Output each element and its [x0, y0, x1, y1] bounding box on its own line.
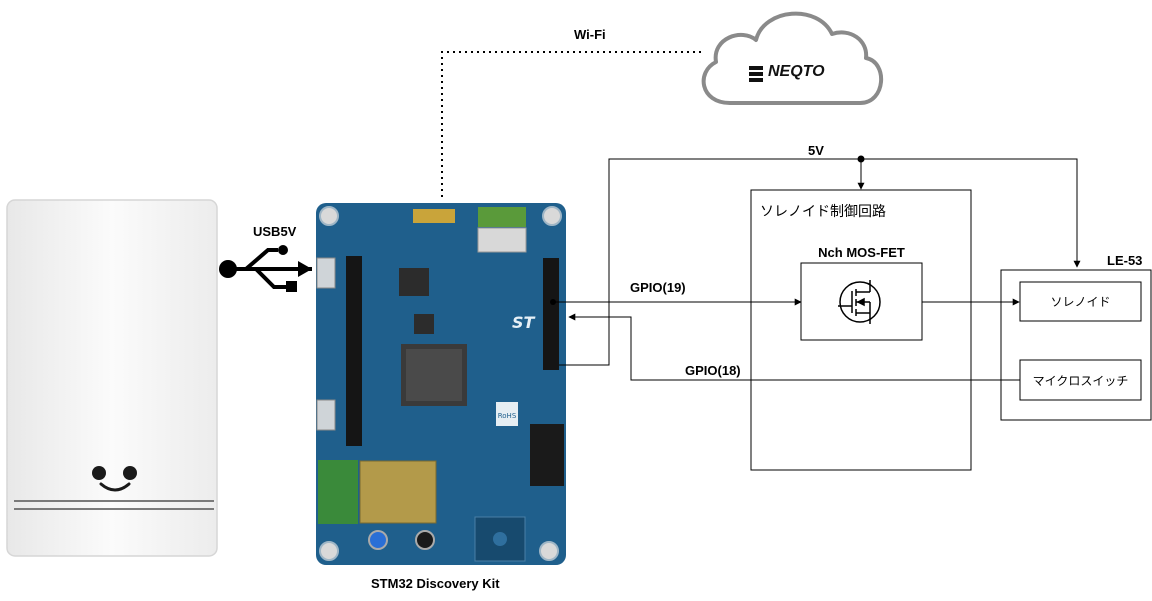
- 5v-line: [559, 158, 1081, 366]
- gpio19-label: GPIO(19): [630, 280, 686, 295]
- neqto-logo-icon: [749, 66, 763, 82]
- rohs-mark: RoHS: [498, 412, 517, 420]
- solenoid-box: [1019, 281, 1142, 322]
- neqto-cloud: [701, 11, 883, 105]
- stm32-board: RoHS ST: [316, 203, 566, 565]
- 5v-label: 5V: [808, 143, 824, 158]
- solenoid-label: ソレノイド: [1050, 295, 1111, 309]
- 5v-junction: [857, 155, 865, 163]
- le53-title: LE-53: [1107, 253, 1143, 268]
- usb-label: USB5V: [253, 224, 297, 239]
- gpio18-line: [568, 313, 1020, 381]
- le53-box: [1000, 269, 1152, 421]
- st-logo: ST: [512, 313, 536, 332]
- wifi-link: [441, 51, 703, 197]
- mosfet-title: Nch MOS-FET: [818, 245, 905, 260]
- solenoid-control-box: [750, 189, 972, 471]
- gpio18-label: GPIO(18): [685, 363, 741, 378]
- microswitch-box: [1019, 359, 1142, 401]
- solenoid-control-title: ソレノイド制御回路: [760, 203, 886, 219]
- mosfet-symbol-icon: [838, 280, 881, 324]
- usb-icon: [219, 245, 312, 292]
- wifi-label: Wi-Fi: [574, 27, 606, 42]
- neqto-logo-text: NEQTO: [768, 63, 825, 80]
- board-caption: STM32 Discovery Kit: [371, 576, 500, 591]
- white-device: [6, 199, 218, 557]
- microswitch-label: マイクロスイッチ: [1032, 374, 1129, 388]
